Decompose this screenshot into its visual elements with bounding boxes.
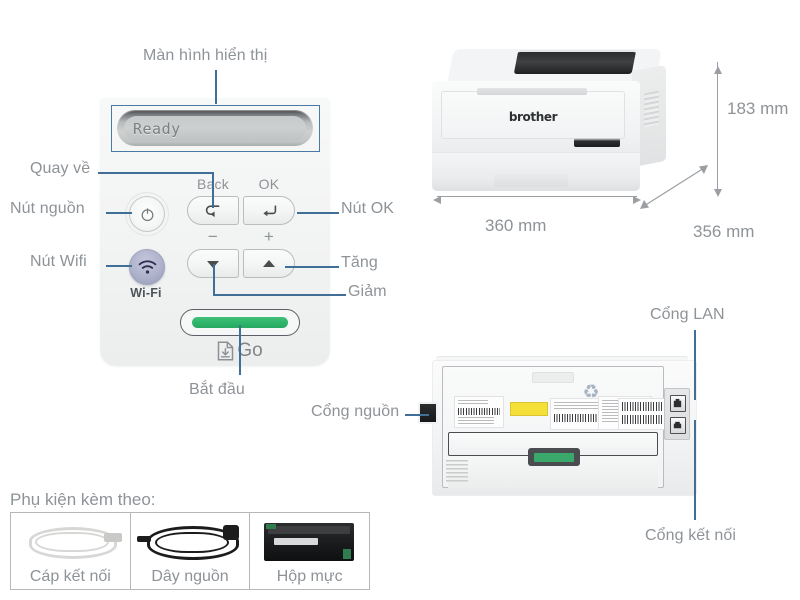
printer-cover-handle [477,88,587,95]
printer-front-illustration: brother [432,48,672,208]
rear-sticker-yellow [510,402,548,416]
rear-sticker-4 [618,398,666,430]
dim-depth-label: 356 mm [693,222,755,241]
leader-usb-port [694,420,696,520]
leader-ok [297,212,339,214]
callout-down-label: Giảm [348,283,387,300]
callout-back-label: Quay về [30,160,91,177]
rear-bottom-vent [446,460,468,482]
triangle-up-icon [263,259,275,267]
callout-lcd-label: Màn hình hiển thị [143,47,268,64]
leader-down-v [213,264,215,295]
callout-wifi-label: Nút Wifi [30,253,87,270]
wifi-button[interactable] [129,249,165,285]
recycle-symbol-icon: ♻ [582,382,600,403]
leader-up [285,266,339,268]
printer-tray-handle [494,174,568,187]
usb-port-icon [673,421,682,429]
rear-green-component [528,448,580,466]
brother-logo: brother [508,110,558,124]
dim-height-line [717,62,719,192]
power-cord-art [131,519,250,561]
lcd-inner-surface: Ready [124,116,306,141]
ok-button[interactable] [243,196,295,225]
lcd-highlight-box [111,105,320,152]
usb-cable-art [11,519,130,561]
leader-go [239,325,241,375]
printer-rear-illustration: ♻ [418,356,712,500]
callout-go-label: Bắt đầu [189,381,245,398]
accessory-item-power-cord: Dây nguồn [131,513,251,589]
callout-power-label: Nút nguồn [10,200,85,217]
wifi-icon [138,259,156,274]
dim-height-arrow-down [713,184,723,202]
toner-cartridge-art [250,519,369,561]
dim-height-label: 183 mm [727,99,789,118]
go-button-caption-group: Go [180,340,300,362]
rear-sticker-1 [454,396,504,428]
power-button[interactable] [129,196,165,232]
callout-power-port-label: Cổng nguồn [311,403,400,420]
printer-rear-tab [532,372,574,383]
printer-output-slot [513,50,637,74]
down-button-caption: − [207,227,219,246]
lcd-display: Ready [117,110,313,146]
accessory-label-toner: Hộp mực [276,568,343,585]
lan-port-icon [673,398,682,408]
callout-usb-port-label: Cổng kết nối [645,527,737,544]
up-button-caption: + [263,227,275,246]
up-button[interactable] [243,249,295,278]
ok-button-caption: OK [258,176,280,192]
power-port [418,402,438,424]
dim-depth-line [638,162,718,212]
callout-up-label: Tăng [341,254,378,271]
accessories-box: Cáp kết nối Dây nguồn Hộp mực [10,512,370,590]
leader-power-port [405,414,429,416]
go-led-indicator [192,317,288,328]
leader-lan-port [694,330,696,400]
power-icon [141,207,153,221]
printer-vent [644,90,659,128]
dim-width-label: 360 mm [485,216,547,235]
lan-port [670,395,686,412]
printer-front-cover [441,91,625,139]
port-bay [664,388,690,440]
accessories-title: Phụ kiện kèm theo: [10,490,156,509]
leader-wifi [106,265,132,267]
printer-manual-feed-slot [574,138,620,147]
leader-lcd [215,70,217,104]
leader-down-h [213,294,346,296]
wifi-button-caption: Wi-Fi [130,286,162,300]
enter-arrow-icon [263,204,277,216]
dim-width-arrow-left [433,192,442,210]
accessory-label-cable: Cáp kết nối [29,568,111,585]
dim-height-arrow-up [713,62,723,80]
accessory-item-toner: Hộp mực [250,513,369,589]
callout-lan-port-label: Cổng LAN [650,306,725,323]
rear-green-strip [534,452,574,462]
document-download-icon [218,341,234,361]
go-button-caption: Go [237,340,263,361]
leader-back-v [212,172,214,208]
leader-power [106,212,132,214]
usb-port [670,417,686,434]
accessory-label-power-cord: Dây nguồn [151,568,229,585]
accessory-item-cable: Cáp kết nối [11,513,131,589]
dim-width-line [437,196,637,198]
leader-back-h [98,172,213,174]
back-arrow-icon [205,204,220,217]
callout-ok-label: Nút OK [341,200,395,217]
lcd-status-text: Ready [133,119,181,138]
dim-width-arrow-right [632,192,641,210]
